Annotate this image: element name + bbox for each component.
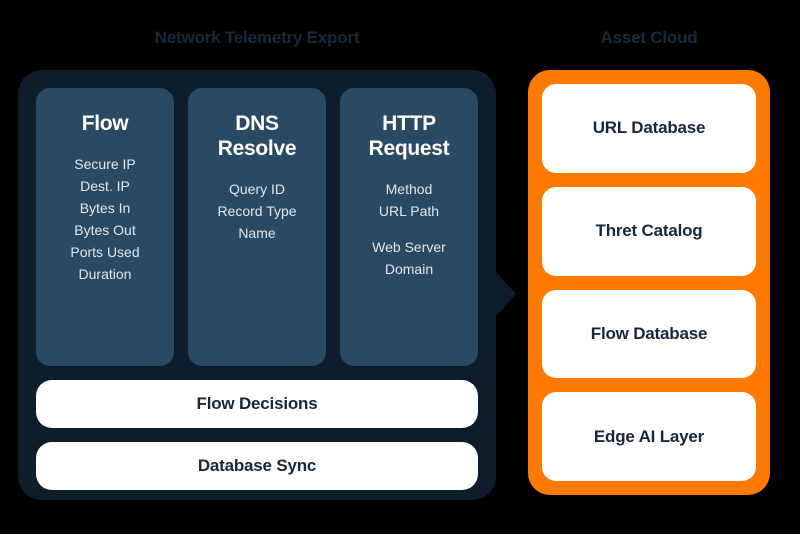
field-dest-ip: Dest. IP bbox=[80, 177, 130, 194]
telemetry-column-dns-resolve[interactable]: DNS Resolve Query ID Record Type Name bbox=[188, 88, 326, 366]
field-ports-used: Ports Used bbox=[70, 244, 140, 261]
column-title-http-request: HTTP Request bbox=[368, 112, 450, 160]
field-name: Name bbox=[238, 224, 276, 241]
field-duration: Duration bbox=[78, 266, 132, 283]
bar-flow-decisions[interactable]: Flow Decisions bbox=[36, 380, 478, 428]
bar-database-sync[interactable]: Database Sync bbox=[36, 442, 478, 490]
cloud-card-url-database[interactable]: URL Database bbox=[542, 84, 756, 173]
telemetry-panel: Flow Secure IP Dest. IP Bytes In Bytes O… bbox=[18, 70, 496, 500]
telemetry-column-flow[interactable]: Flow Secure IP Dest. IP Bytes In Bytes O… bbox=[36, 88, 174, 366]
telemetry-columns: Flow Secure IP Dest. IP Bytes In Bytes O… bbox=[36, 88, 478, 366]
column-title-dns-resolve: DNS Resolve bbox=[217, 112, 297, 160]
column-title-flow: Flow bbox=[81, 112, 129, 135]
field-url-path: URL Path bbox=[378, 202, 440, 219]
cloud-card-thret-catalog[interactable]: Thret Catalog bbox=[542, 186, 756, 276]
network-telemetry-export-heading: Network Telemetry Export bbox=[154, 28, 360, 47]
field-web-server-domain: Web Server Domain bbox=[372, 238, 446, 277]
field-bytes-in: Bytes In bbox=[79, 199, 131, 216]
arrow-right-icon bbox=[496, 272, 516, 316]
field-secure-ip: Secure IP bbox=[74, 155, 136, 172]
field-bytes-out: Bytes Out bbox=[74, 222, 136, 239]
asset-cloud-panel: URL Database Thret Catalog Flow Database… bbox=[528, 70, 770, 495]
cloud-card-flow-database[interactable]: Flow Database bbox=[542, 289, 756, 379]
field-query-id: Query ID bbox=[228, 180, 285, 197]
asset-cloud-heading: Asset Cloud bbox=[600, 28, 698, 47]
telemetry-column-http-request[interactable]: HTTP Request Method URL Path Web Server … bbox=[340, 88, 478, 366]
field-method: Method bbox=[385, 180, 433, 197]
cloud-card-edge-ai-layer[interactable]: Edge AI Layer bbox=[542, 392, 756, 481]
telemetry-bar-stack: Flow Decisions Database Sync bbox=[36, 380, 478, 490]
field-record-type: Record Type bbox=[217, 202, 297, 219]
